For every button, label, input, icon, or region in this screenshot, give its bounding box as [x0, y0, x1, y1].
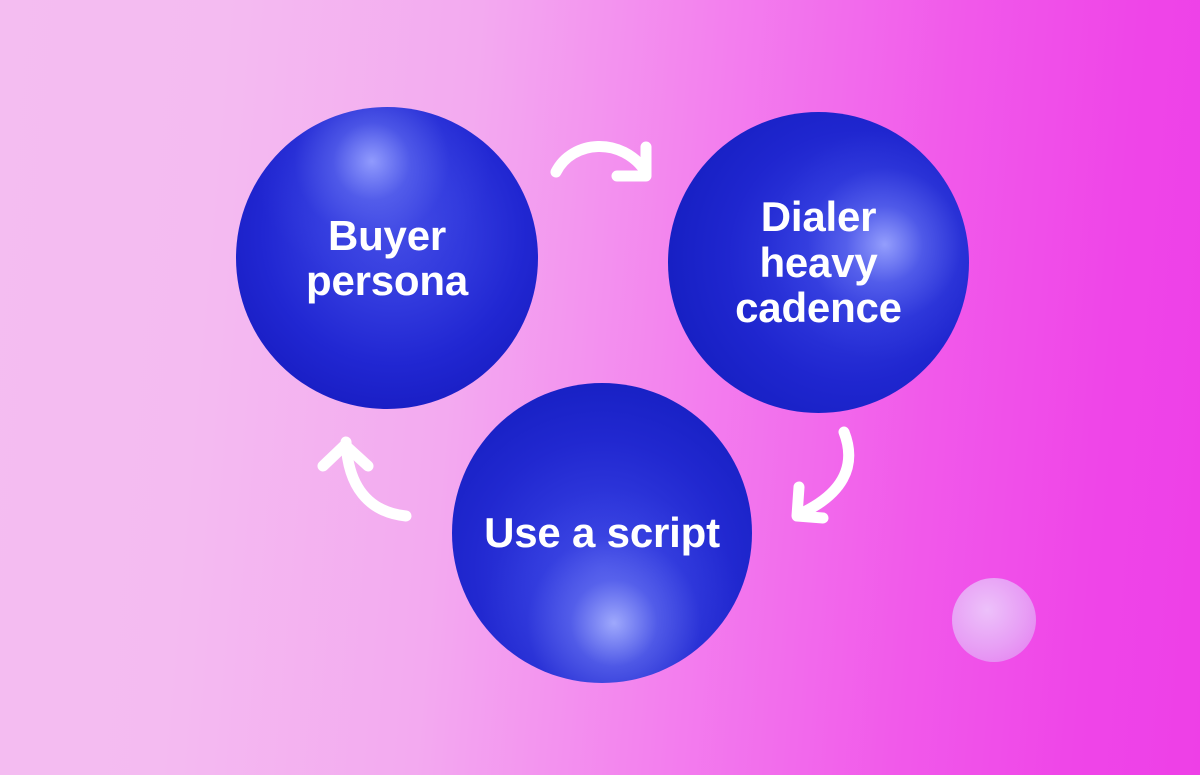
cycle-node-dialer-heavy-cadence[interactable]: Dialer heavy cadence [668, 112, 969, 413]
cycle-node-use-a-script[interactable]: Use a script [452, 383, 752, 683]
accent-bubble-decoration [952, 578, 1036, 662]
cycle-node-dialer-heavy-cadence-label: Dialer heavy cadence [735, 193, 902, 332]
cycle-node-buyer-persona-label: Buyer persona [306, 211, 468, 304]
cycle-node-use-a-script-label: Use a script [484, 509, 720, 557]
cycle-node-buyer-persona[interactable]: Buyer persona [236, 107, 538, 409]
